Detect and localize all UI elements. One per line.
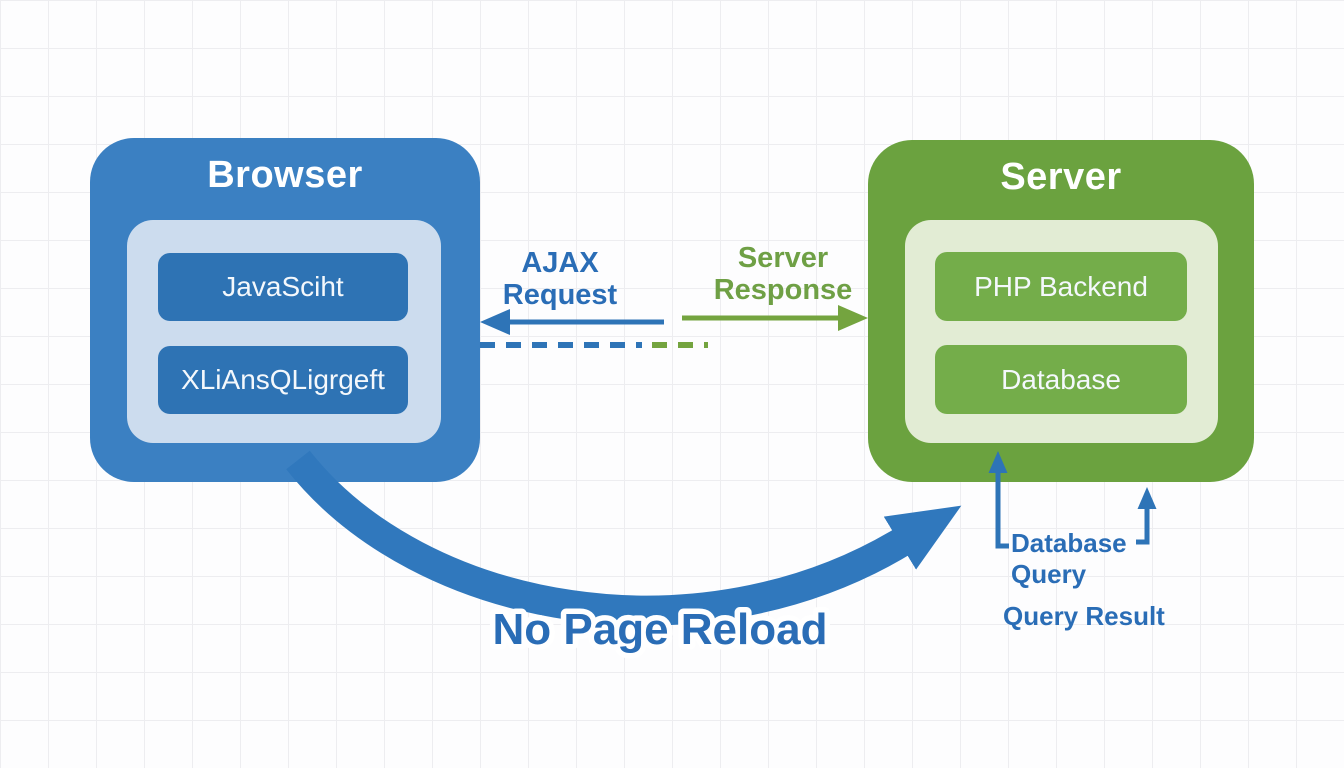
javascript-node-label: JavaSciht xyxy=(222,271,344,302)
server-panel: PHP Backend Database xyxy=(905,220,1218,443)
no-page-reload-arrow xyxy=(286,450,962,626)
query-result-arrow xyxy=(1136,487,1157,545)
ajax-request-label: AJAX Request xyxy=(502,247,618,312)
browser-title: Browser xyxy=(207,154,363,196)
query-result-label: Query Result xyxy=(1003,601,1165,631)
server-response-label: Server Response xyxy=(713,242,853,307)
database-node: Database xyxy=(935,345,1187,414)
server-title: Server xyxy=(1000,156,1122,198)
database-query-label: Database Query xyxy=(1011,528,1127,590)
xmlhttprequest-node-label: XLiAnsQLigrgeft xyxy=(181,364,385,395)
javascript-node: JavaSciht xyxy=(158,253,408,321)
browser-box: Browser JavaSciht XLiAnsQLigrgeft xyxy=(90,138,480,482)
browser-panel: JavaSciht XLiAnsQLigrgeft xyxy=(127,220,441,443)
php-backend-node-label: PHP Backend xyxy=(974,270,1148,302)
database-node-label: Database xyxy=(1001,363,1121,395)
server-box: Server PHP Backend Database xyxy=(868,140,1254,482)
no-page-reload-label: No Page Reload xyxy=(493,605,828,654)
php-backend-node: PHP Backend xyxy=(935,252,1187,321)
xmlhttprequest-node: XLiAnsQLigrgeft xyxy=(158,346,408,414)
